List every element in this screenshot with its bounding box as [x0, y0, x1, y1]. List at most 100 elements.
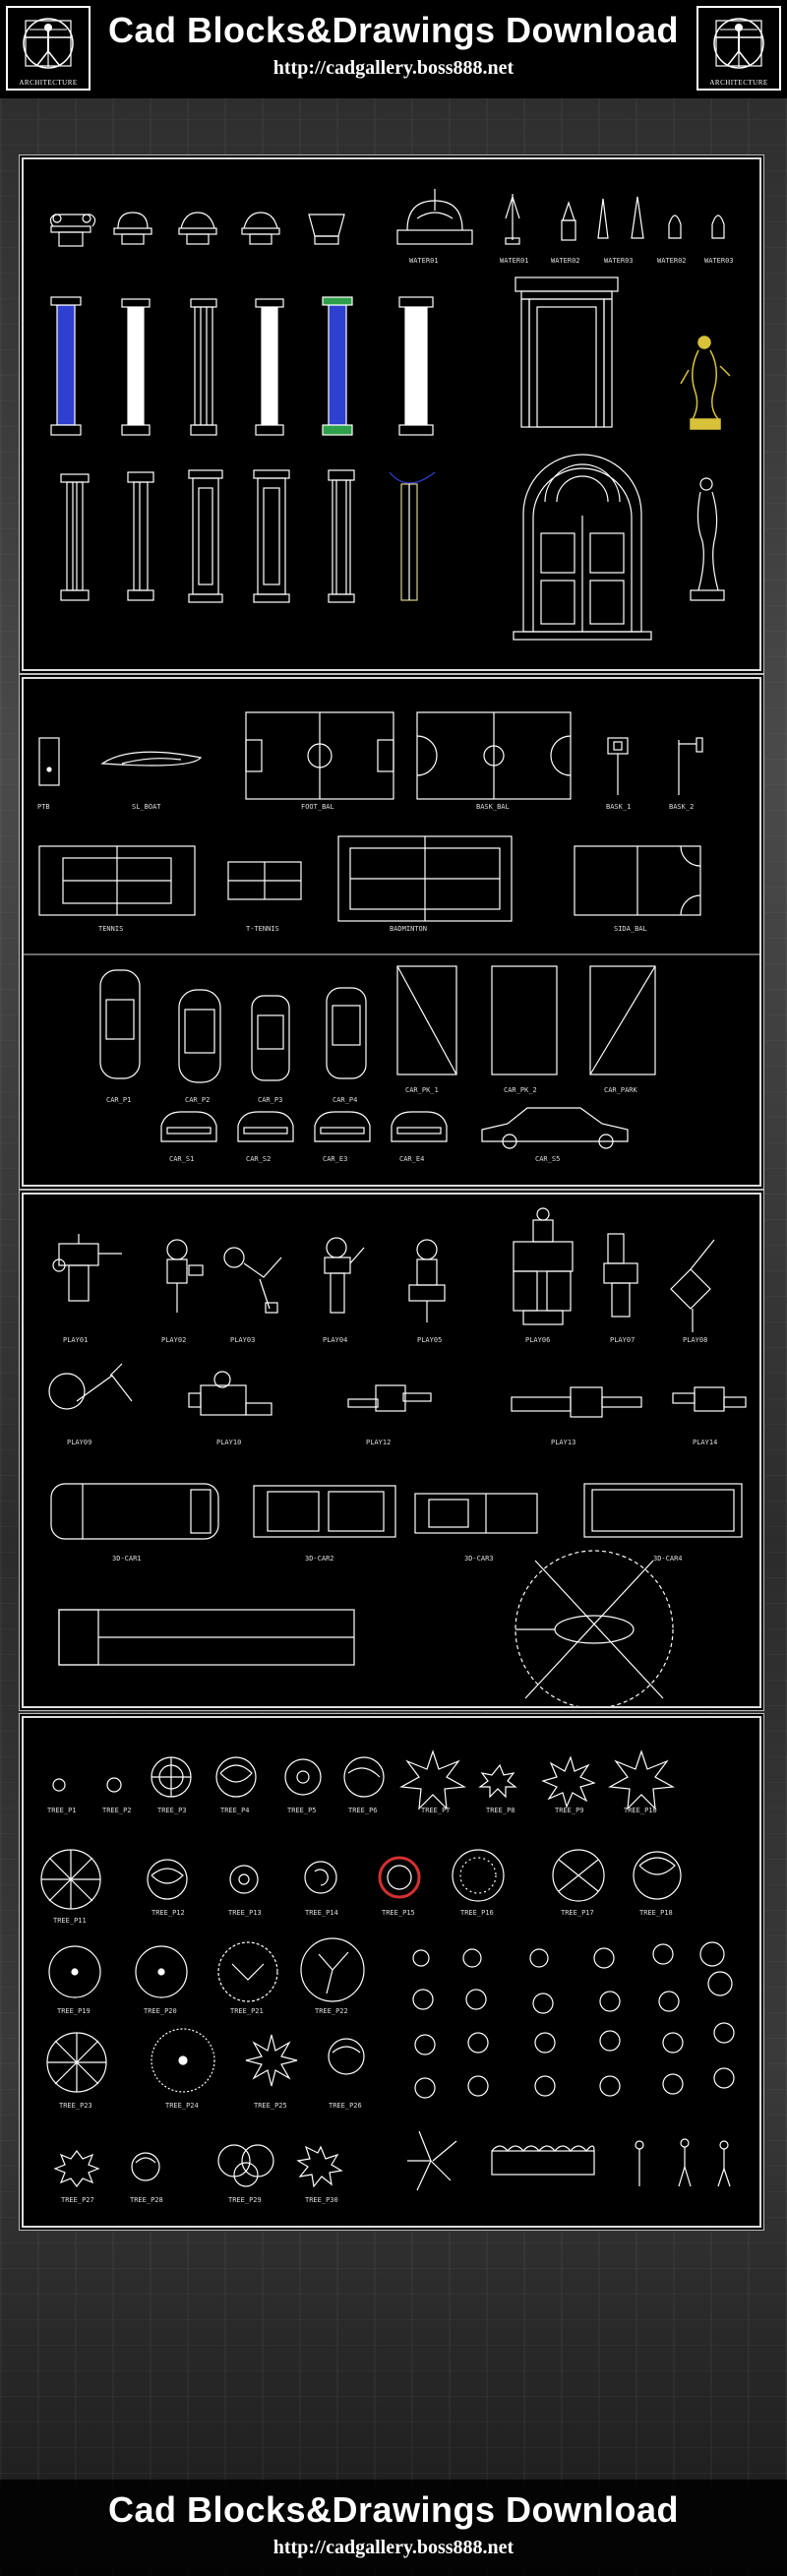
label-tree-p30: TREE_P30 [305, 2196, 338, 2204]
tree-plan-icon [135, 1945, 188, 1998]
tree-plan-icon [217, 1941, 278, 2002]
tree-plan-icon [328, 2038, 365, 2075]
tree-plan-icon [48, 1945, 101, 1998]
shrub-cluster-icon [412, 1941, 735, 2099]
sports-vehicle-drawings: PTB SL_BOAT FOOT_BAL BASK_BAL BASK_1 BAS… [24, 711, 759, 1163]
column-white-icon [261, 306, 278, 426]
classical-drawings: WATER01 WATER01 WATER02 WATER03 WATER02 … [49, 189, 734, 641]
spire-icon [668, 215, 682, 239]
tree-plan-icon [46, 2032, 107, 2093]
label-tree-p13: TREE_P13 [228, 1909, 262, 1917]
label-car-s2: CAR_S2 [246, 1155, 271, 1163]
panel-playground-trucks: PLAY01 PLAY02 PLAY03 PLAY04 PLAY05 PLAY0… [22, 1193, 761, 1708]
column-capital-icon [178, 212, 217, 245]
tree-plan-icon [300, 1937, 365, 2002]
label-car-pk-2: CAR_PK_2 [504, 1086, 537, 1094]
label-tree-p12: TREE_P12 [151, 1909, 185, 1917]
label-bask-bal: BASK_BAL [476, 803, 510, 811]
label-tree-p8: TREE_P8 [486, 1807, 515, 1814]
label-play08: PLAY08 [683, 1336, 707, 1344]
truck-top-view-icon [583, 1483, 743, 1538]
truck-top-view-icon [414, 1493, 538, 1534]
label-tree-p5: TREE_P5 [287, 1807, 317, 1814]
tennis-court-icon [38, 845, 196, 916]
label-car-park: CAR_PARK [604, 1086, 638, 1094]
label-car-pk-1: CAR_PK_1 [405, 1086, 439, 1094]
basketball-hoop-icon [607, 737, 629, 795]
statue-gold-icon [680, 336, 731, 430]
playground-structure-icon [672, 1386, 747, 1412]
bus-top-view-icon [58, 1609, 355, 1666]
label-tennis: TENNIS [98, 925, 123, 933]
playground-structure-icon [511, 1386, 642, 1418]
playground-structure-icon [408, 1239, 446, 1322]
statue-white-icon [690, 477, 725, 601]
vitruvian-logo-right[interactable]: ARCHITECTURE [696, 6, 781, 91]
label-play05: PLAY05 [417, 1336, 442, 1344]
spire-icon [561, 201, 576, 241]
column-capital-icon [113, 212, 152, 245]
tree-plan-icon [296, 2145, 343, 2188]
label-bask-2: BASK_2 [669, 803, 694, 811]
playground-structure-icon [513, 1207, 574, 1325]
people-elevation-icon [635, 2138, 731, 2187]
tree-plan-icon [399, 1749, 466, 1810]
label-car-p2: CAR_P2 [185, 1096, 210, 1104]
playground-structure-icon [223, 1247, 282, 1314]
tree-plan-icon [131, 2152, 160, 2181]
label-car-p3: CAR_P3 [258, 1096, 282, 1104]
parking-space-icon [491, 965, 558, 1075]
panel-trees-plan: TREE_P1 TREE_P2 TREE_P3 TREE_P4 TREE_P5 … [22, 1716, 761, 2228]
car-top-view-icon [178, 989, 221, 1083]
tree-plan-icon [608, 1749, 675, 1810]
label-tree-p9: TREE_P9 [555, 1807, 584, 1814]
label-car-e3: CAR_E3 [323, 1155, 347, 1163]
car-front-view-icon [314, 1111, 371, 1142]
label-t-tennis: T-TENNIS [246, 925, 279, 933]
boat-icon [100, 751, 203, 767]
label-water03-b: WATER03 [704, 257, 734, 265]
column-capital-icon [49, 214, 96, 247]
site-title: Cad Blocks&Drawings Download [107, 10, 680, 50]
tree-labels: TREE_P1 TREE_P2 TREE_P3 TREE_P4 TREE_P5 … [47, 1807, 673, 2204]
column-capital-icon [241, 212, 280, 245]
label-tree-p16: TREE_P16 [460, 1909, 494, 1917]
label-tree-p18: TREE_P18 [639, 1909, 673, 1917]
car-top-view-icon [251, 995, 290, 1081]
tree-plan-icon [284, 1758, 322, 1796]
label-car-s1: CAR_S1 [169, 1155, 194, 1163]
playground-structure-icon [188, 1371, 272, 1416]
footer: Cad Blocks&Drawings Download http://cadg… [0, 2480, 787, 2576]
palm-plan-icon [407, 2130, 457, 2191]
tree-plan-icon [151, 1756, 192, 1798]
vitruvian-logo-left[interactable]: ARCHITECTURE [6, 6, 91, 91]
tree-plan-icon [452, 1849, 505, 1902]
site-url-link[interactable]: http://cadgallery.boss888.net [272, 57, 515, 79]
tree-plan-icon [229, 1865, 259, 1894]
label-tree-p20: TREE_P20 [144, 2007, 177, 2015]
tree-plan-icon [633, 1851, 682, 1900]
car-front-view-icon [391, 1111, 448, 1142]
pool-table-icon [38, 737, 60, 786]
panel-sports-vehicles: PTB SL_BOAT FOOT_BAL BASK_BAL BASK_1 BAS… [22, 677, 761, 1187]
label-sida-bal: SIDA_BAL [614, 925, 647, 933]
parking-space-icon [396, 965, 457, 1075]
logo-text: ARCHITECTURE [19, 79, 78, 87]
badminton-court-icon [337, 835, 513, 922]
tree-plan-icon [106, 1777, 122, 1793]
tree-plan-icon [215, 1756, 257, 1798]
spire-icon [631, 196, 644, 239]
label-play12: PLAY12 [366, 1439, 391, 1446]
label-tree-p23: TREE_P23 [59, 2102, 92, 2110]
label-play13: PLAY13 [551, 1439, 575, 1446]
football-field-icon [245, 711, 394, 800]
tree-plan-icon [343, 1756, 385, 1798]
label-tree-p7: TREE_P7 [421, 1807, 451, 1814]
tree-plan-icon [541, 1755, 596, 1809]
truck-top-view-icon [253, 1485, 396, 1538]
label-play03: PLAY03 [230, 1336, 255, 1344]
column-blue-icon [328, 304, 347, 426]
footer-url-link[interactable]: http://cadgallery.boss888.net [272, 2537, 515, 2558]
label-play02: PLAY02 [161, 1336, 186, 1344]
column-fluted-icon [127, 471, 154, 601]
